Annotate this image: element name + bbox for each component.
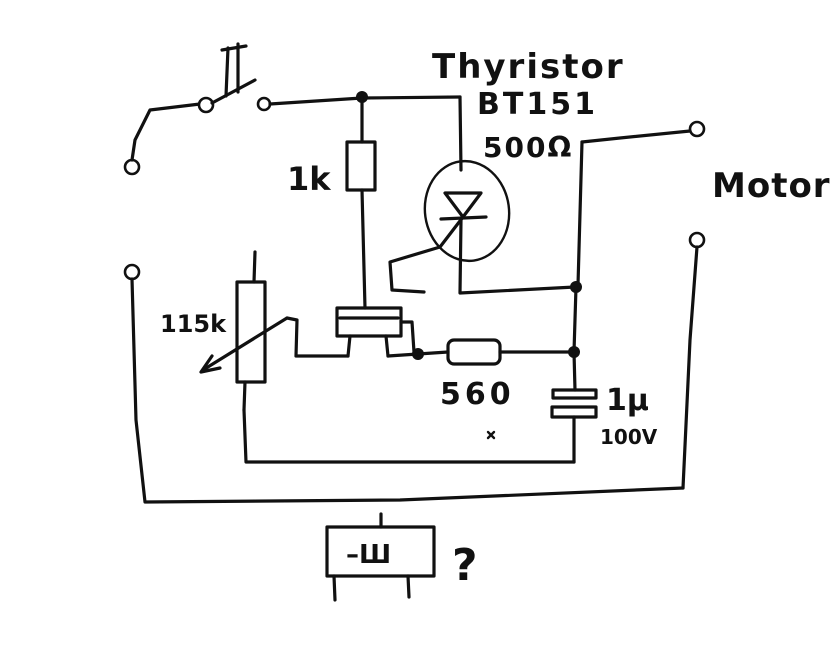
capacitor-1u [550, 350, 598, 464]
motor-terminal-bottom [681, 231, 706, 490]
switch [197, 42, 272, 114]
thyristor-name-label: Thyristor [432, 47, 625, 87]
stray-mark [486, 430, 496, 440]
thyristor-part-label: BT151 [477, 87, 598, 122]
motor-label: Motor [712, 166, 831, 206]
resistor-560 [386, 338, 576, 366]
capacitor-voltage-label: 100V [600, 425, 658, 449]
resistor-560-label: 560 [440, 377, 515, 412]
input-terminal-bottom [123, 263, 685, 504]
pot-value-label: 115k [160, 310, 227, 338]
resistor-1k-label: 1k [287, 160, 331, 198]
wire-right-mid [572, 285, 578, 354]
component-package-sketch [325, 512, 436, 602]
motor-terminal-top [576, 120, 706, 287]
thyristor-rating-label: 500Ω [483, 131, 573, 164]
component-marking-label: –Ш [346, 540, 391, 570]
input-terminal-top [123, 102, 202, 176]
potentiometer-115k [199, 250, 576, 464]
question-mark-label: ? [452, 540, 478, 591]
resistor-1k [345, 95, 377, 310]
capacitor-value-label: 1μ [606, 383, 649, 418]
trigger-component [335, 306, 416, 358]
thyristor [388, 95, 577, 295]
